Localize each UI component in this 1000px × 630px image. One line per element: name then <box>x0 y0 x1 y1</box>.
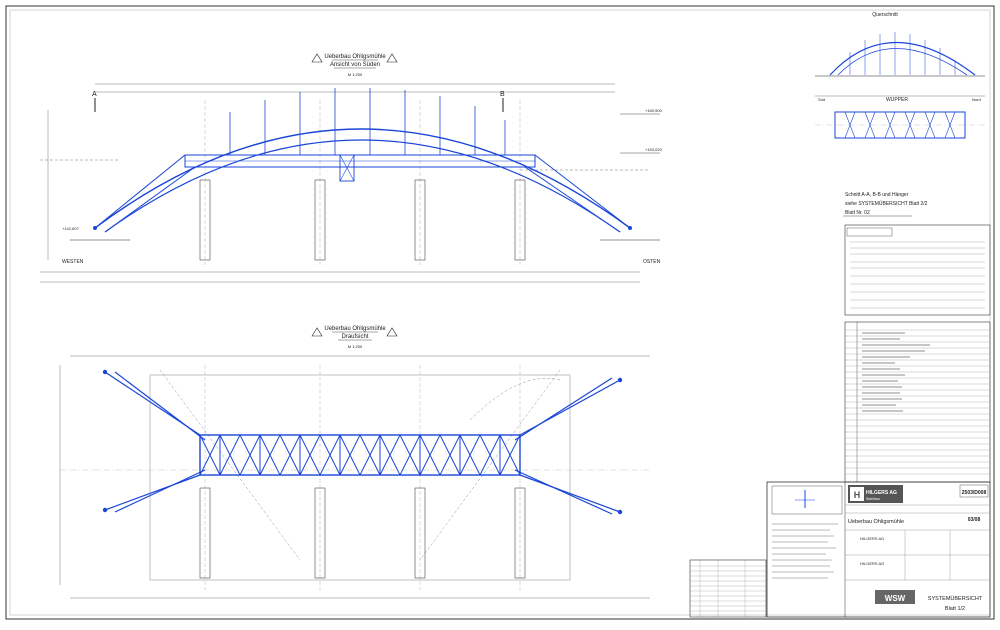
sheet-number: Blatt 1/2 <box>945 606 965 612</box>
company-name: HILGERS AG <box>866 490 897 496</box>
section-mark-b: B <box>500 91 505 98</box>
company-sub: Stahlbau <box>866 497 880 501</box>
sheet-frame <box>5 5 995 620</box>
title-block: H HILGERS AG Stahlbau Ueberbau Ohligsmüh… <box>766 481 991 618</box>
warning-icon <box>311 53 398 63</box>
company-logo <box>850 487 864 501</box>
plan-scale: M 1:200 <box>348 344 363 349</box>
elevation-view: Ueberbau Ohligsmühle Ansicht von Süden M… <box>40 53 663 283</box>
plan-arms <box>104 371 621 515</box>
section-title: Querschnitt <box>872 12 898 18</box>
section-note: Schnitt A-A, B-B und Hänger siehe SYSTEM… <box>843 192 928 217</box>
arch-upper <box>94 128 631 229</box>
drawing-number: 2503/D008 <box>962 490 987 496</box>
svg-text:HILGERS AG: HILGERS AG <box>860 536 884 541</box>
drawing-title: SYSTEMÜBERSICHT <box>928 595 983 602</box>
sheet-inner-frame <box>9 9 991 616</box>
plan-view: Ueberbau Ohligsmühle Draufsicht M 1:200 <box>59 326 650 599</box>
revision-date: 03/08 <box>968 517 981 523</box>
revision-table <box>844 321 991 483</box>
plan-truss <box>199 434 521 476</box>
level-deck: +153,020 <box>645 147 663 152</box>
plan-title: Ueberbau Ohligsmühle <box>324 326 386 332</box>
label-west: WESTEN <box>62 259 84 265</box>
note-line-2: siehe SYSTEMÜBERSICHT Blatt 2/2 <box>845 200 928 207</box>
plan-subtitle: Draufsicht <box>341 334 368 340</box>
elevation-title: Ueberbau Ohligsmühle <box>324 54 386 60</box>
section-label-center: WUPPER <box>886 97 908 103</box>
parts-table <box>689 559 767 618</box>
hangers <box>229 88 506 155</box>
pier-markers <box>199 179 526 261</box>
section-arch <box>829 41 976 76</box>
project-name: Ueberbau Ohligsmühle <box>848 519 904 525</box>
note-line-1: Schnitt A-A, B-B und Hänger <box>845 192 909 198</box>
arch-lower <box>104 139 621 233</box>
section-mark-a: A <box>92 91 97 98</box>
svg-text:H: H <box>854 490 861 500</box>
note-line-3: Blatt Nr. 02 <box>845 210 870 216</box>
label-east: OSTEN <box>643 259 661 265</box>
notes-box <box>844 224 991 316</box>
elevation-subtitle: Ansicht von Süden <box>330 62 380 68</box>
cross-section-view: Querschnitt Süd WUPPER Nord <box>815 12 985 139</box>
svg-text:HILGERS AG: HILGERS AG <box>860 561 884 566</box>
section-label-left: Süd <box>818 97 825 102</box>
level-top: +160,500 <box>645 108 663 113</box>
client-logo: WSW <box>885 594 906 603</box>
elevation-scale: M 1:200 <box>348 72 363 77</box>
level-bearing: +142,607 <box>62 226 80 231</box>
truss-bracing <box>199 434 521 476</box>
section-label-right: Nord <box>972 97 981 102</box>
warning-icon <box>311 327 398 337</box>
